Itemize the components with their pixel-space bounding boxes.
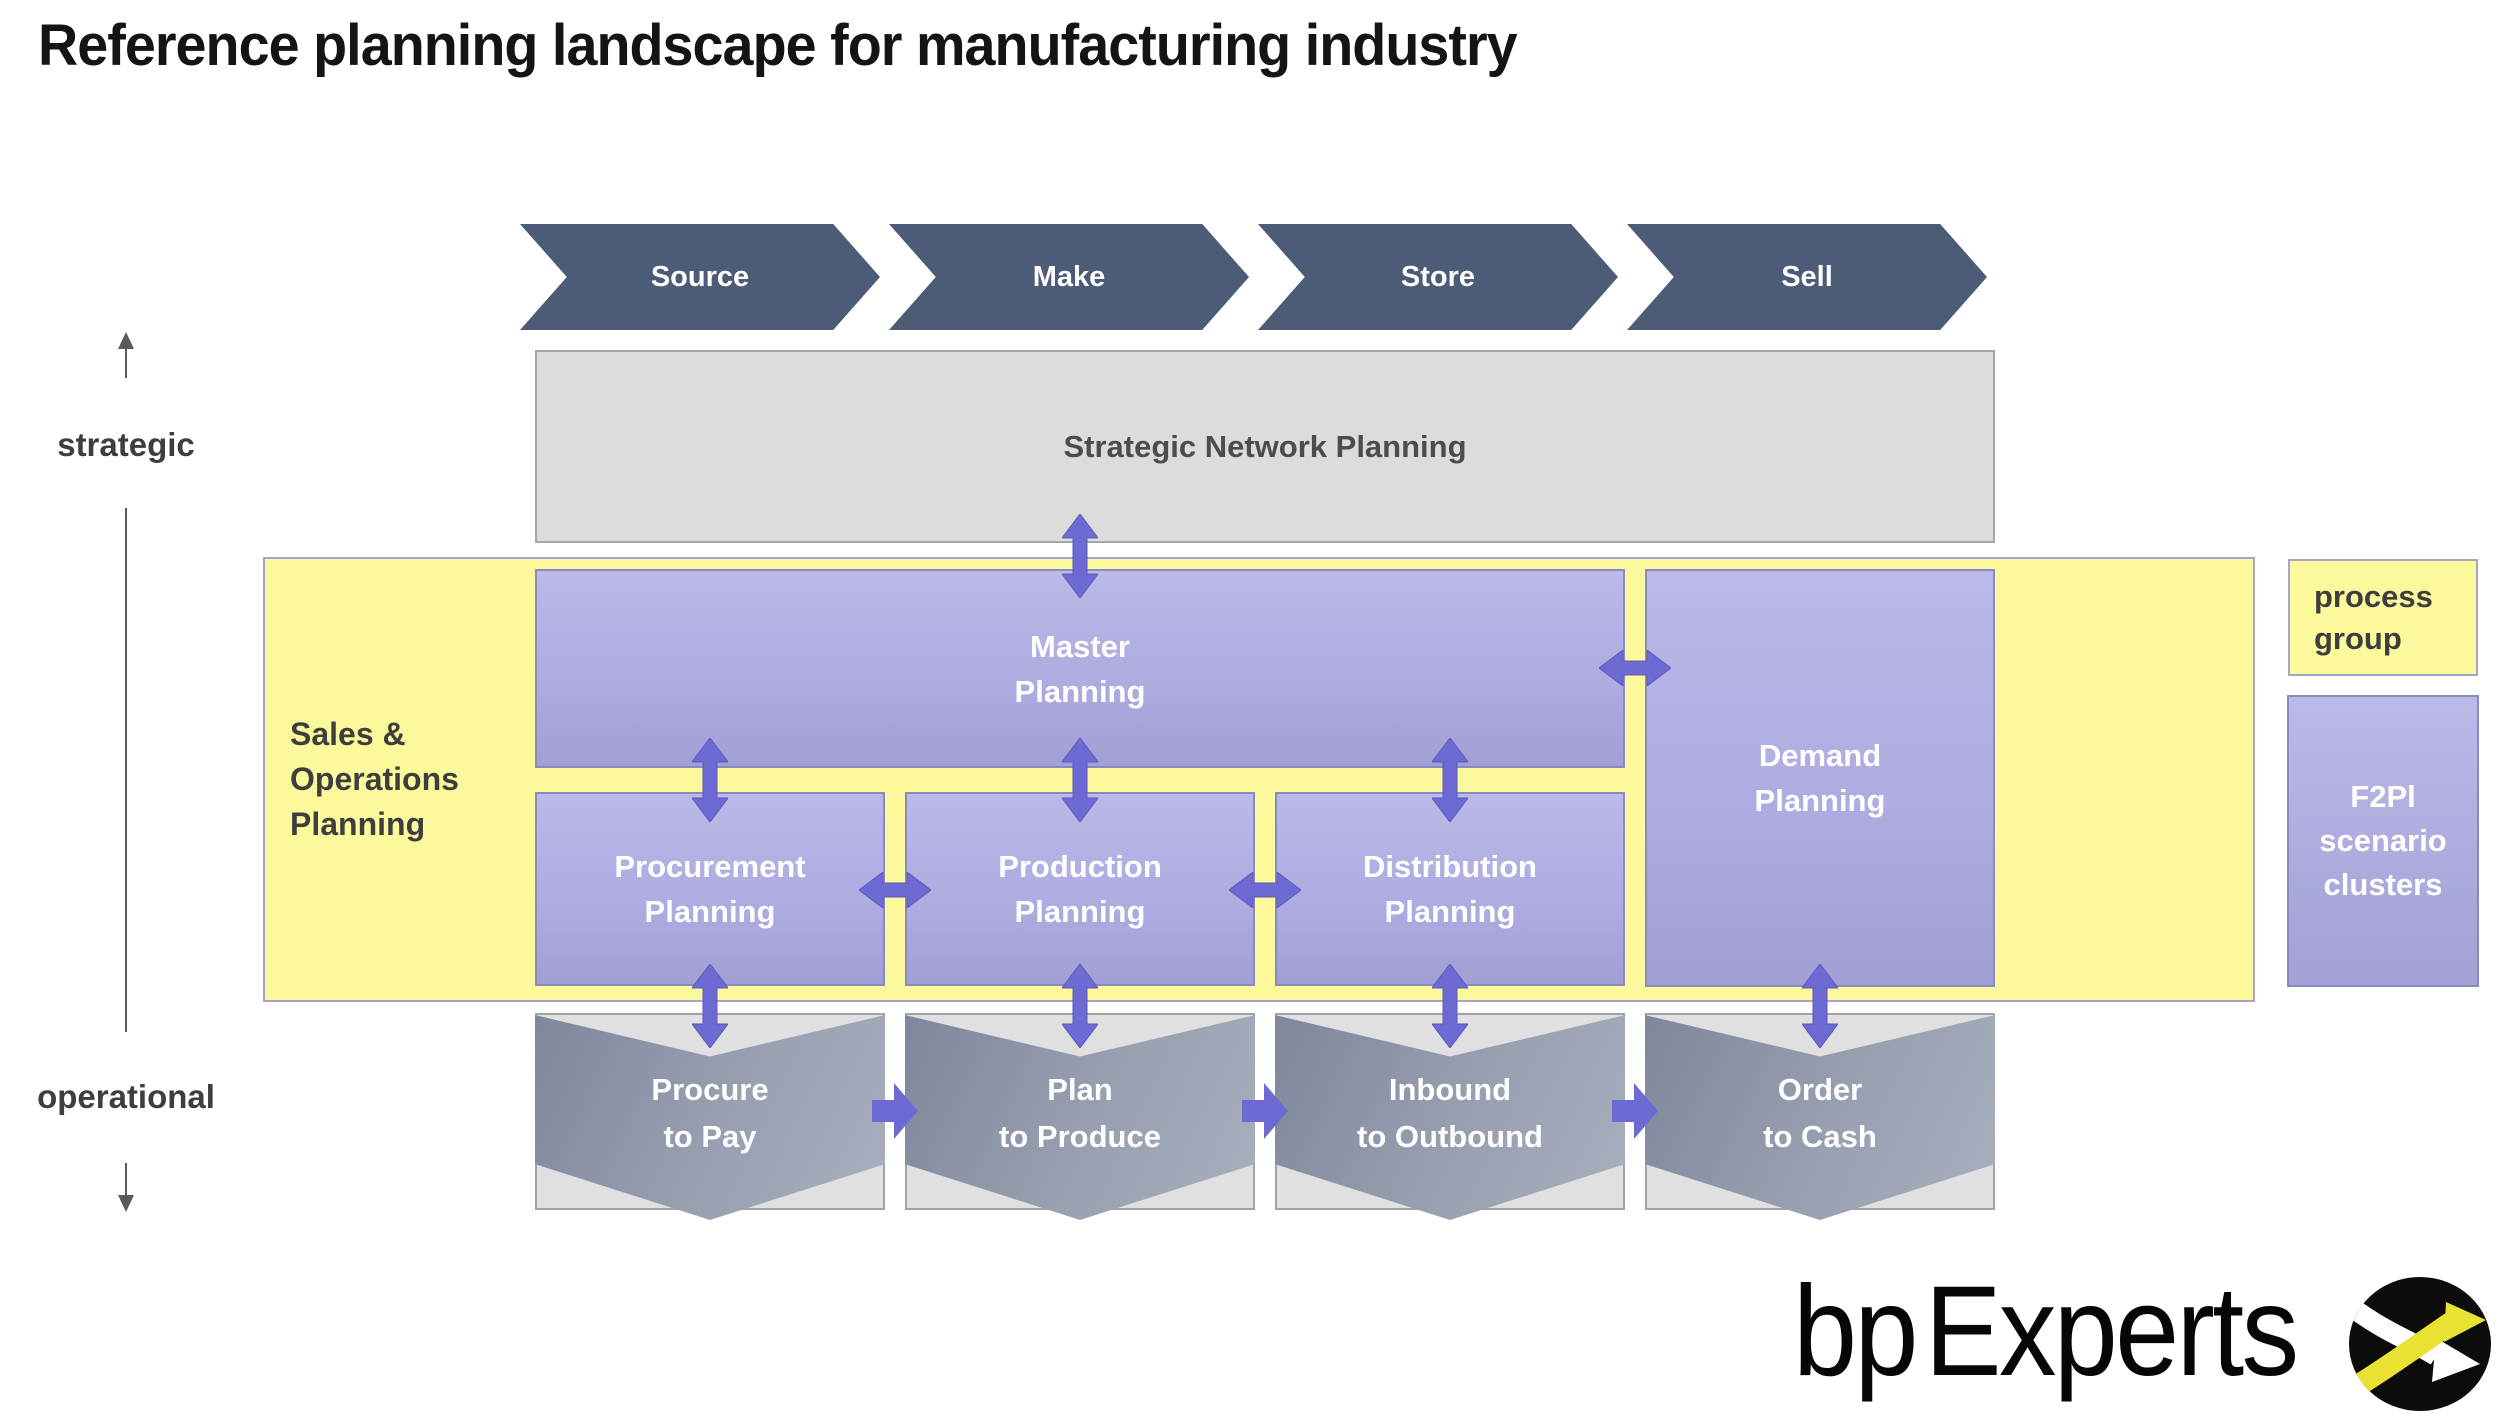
legend-scenario-clusters: F2Pl scenario clusters bbox=[2287, 695, 2479, 987]
banner-label-line: Inbound bbox=[1388, 1072, 1512, 1107]
logo-bp: bp bbox=[1793, 1260, 1918, 1403]
page-title: Reference planning landscape for manufac… bbox=[38, 13, 1518, 78]
value-chain-chevron-source: Source bbox=[520, 224, 880, 330]
legend-label-line: clusters bbox=[2323, 867, 2443, 902]
double-arrow-vertical-icon bbox=[692, 964, 728, 1048]
banner-label-line: to Pay bbox=[663, 1119, 757, 1154]
label-line: Sales & bbox=[290, 716, 406, 752]
box-label-line: Distribution bbox=[1363, 849, 1537, 884]
banner-label-line: Order bbox=[1777, 1072, 1863, 1107]
value-chain-chevron-make: Make bbox=[889, 224, 1249, 330]
axis-label-strategic: strategic bbox=[57, 426, 195, 463]
value-chain-chevron-sell: Sell bbox=[1627, 224, 1987, 330]
chevron-label: Make bbox=[1032, 260, 1106, 293]
axis-up-arrow-icon bbox=[118, 332, 134, 349]
box-label-line: Planning bbox=[1384, 894, 1516, 929]
logo-swap-arrows-icon bbox=[2349, 1277, 2491, 1411]
axis-line bbox=[125, 1163, 127, 1195]
box-label-line: Procurement bbox=[614, 849, 806, 884]
axis-label-operational: operational bbox=[37, 1078, 215, 1115]
logo-experts: Experts bbox=[1924, 1260, 2299, 1403]
box-label: Strategic Network Planning bbox=[1063, 428, 1467, 464]
strategic-network-planning-box: Strategic Network Planning bbox=[535, 350, 1995, 543]
legend-label-line: group bbox=[2314, 620, 2402, 656]
banner-label: Procure to Pay bbox=[535, 1066, 885, 1160]
banner-label-line: to Cash bbox=[1763, 1119, 1877, 1154]
double-arrow-vertical-icon bbox=[1432, 964, 1468, 1048]
double-arrow-vertical-icon bbox=[1062, 514, 1098, 598]
chevron-label: Store bbox=[1400, 260, 1476, 293]
procurement-planning-box: Procurement Planning bbox=[535, 792, 885, 986]
double-arrow-horizontal-icon bbox=[1599, 650, 1671, 686]
legend-process-group: process group bbox=[2288, 559, 2478, 676]
chevron-label: Sell bbox=[1781, 260, 1833, 293]
banner-label: Inbound to Outbound bbox=[1275, 1066, 1625, 1160]
connector-right-arrow-icon bbox=[1612, 1083, 1658, 1139]
demand-planning-box: Demand Planning bbox=[1645, 569, 1995, 987]
master-planning-box: Master Planning bbox=[535, 569, 1625, 768]
banner-label-line: Plan bbox=[1047, 1072, 1113, 1107]
value-chain-chevron-store: Store bbox=[1258, 224, 1618, 330]
label-line: Operations bbox=[290, 761, 459, 797]
banner-label-line: Procure bbox=[651, 1072, 769, 1107]
legend-label-line: process bbox=[2314, 578, 2433, 614]
box-label-line: Planning bbox=[1014, 673, 1146, 709]
double-arrow-vertical-icon bbox=[1062, 964, 1098, 1048]
legend-label-line: scenario bbox=[2319, 823, 2447, 858]
box-label-line: Planning bbox=[644, 894, 776, 929]
axis-line bbox=[125, 508, 127, 1032]
logo-text: bpExperts bbox=[1793, 1268, 2299, 1396]
double-arrow-horizontal-icon bbox=[859, 872, 931, 908]
double-arrow-vertical-icon bbox=[1802, 964, 1838, 1048]
box-label-line: Master bbox=[1030, 628, 1130, 664]
legend-label-line: F2Pl bbox=[2350, 779, 2416, 814]
label-line: Planning bbox=[290, 806, 426, 842]
connector-right-arrow-icon bbox=[1242, 1083, 1288, 1139]
banner-label-line: to Outbound bbox=[1357, 1119, 1543, 1154]
box-label-line: Planning bbox=[1754, 783, 1886, 818]
connector-right-arrow-icon bbox=[872, 1083, 918, 1139]
double-arrow-vertical-icon bbox=[692, 738, 728, 822]
sales-and-operations-planning-label: Sales & Operations Planning bbox=[290, 712, 459, 847]
box-label-line: Demand bbox=[1758, 738, 1882, 773]
chevron-label: Source bbox=[650, 260, 750, 293]
banner-label: Plan to Produce bbox=[905, 1066, 1255, 1160]
banner-label-line: to Produce bbox=[999, 1119, 1161, 1154]
axis-down-arrow-icon bbox=[118, 1195, 134, 1212]
box-label-line: Planning bbox=[1014, 894, 1146, 929]
box-label-line: Production bbox=[998, 849, 1162, 884]
double-arrow-horizontal-icon bbox=[1229, 872, 1301, 908]
banner-label: Order to Cash bbox=[1645, 1066, 1995, 1160]
double-arrow-vertical-icon bbox=[1062, 738, 1098, 822]
double-arrow-vertical-icon bbox=[1432, 738, 1468, 822]
distribution-planning-box: Distribution Planning bbox=[1275, 792, 1625, 986]
axis-line bbox=[125, 348, 127, 378]
